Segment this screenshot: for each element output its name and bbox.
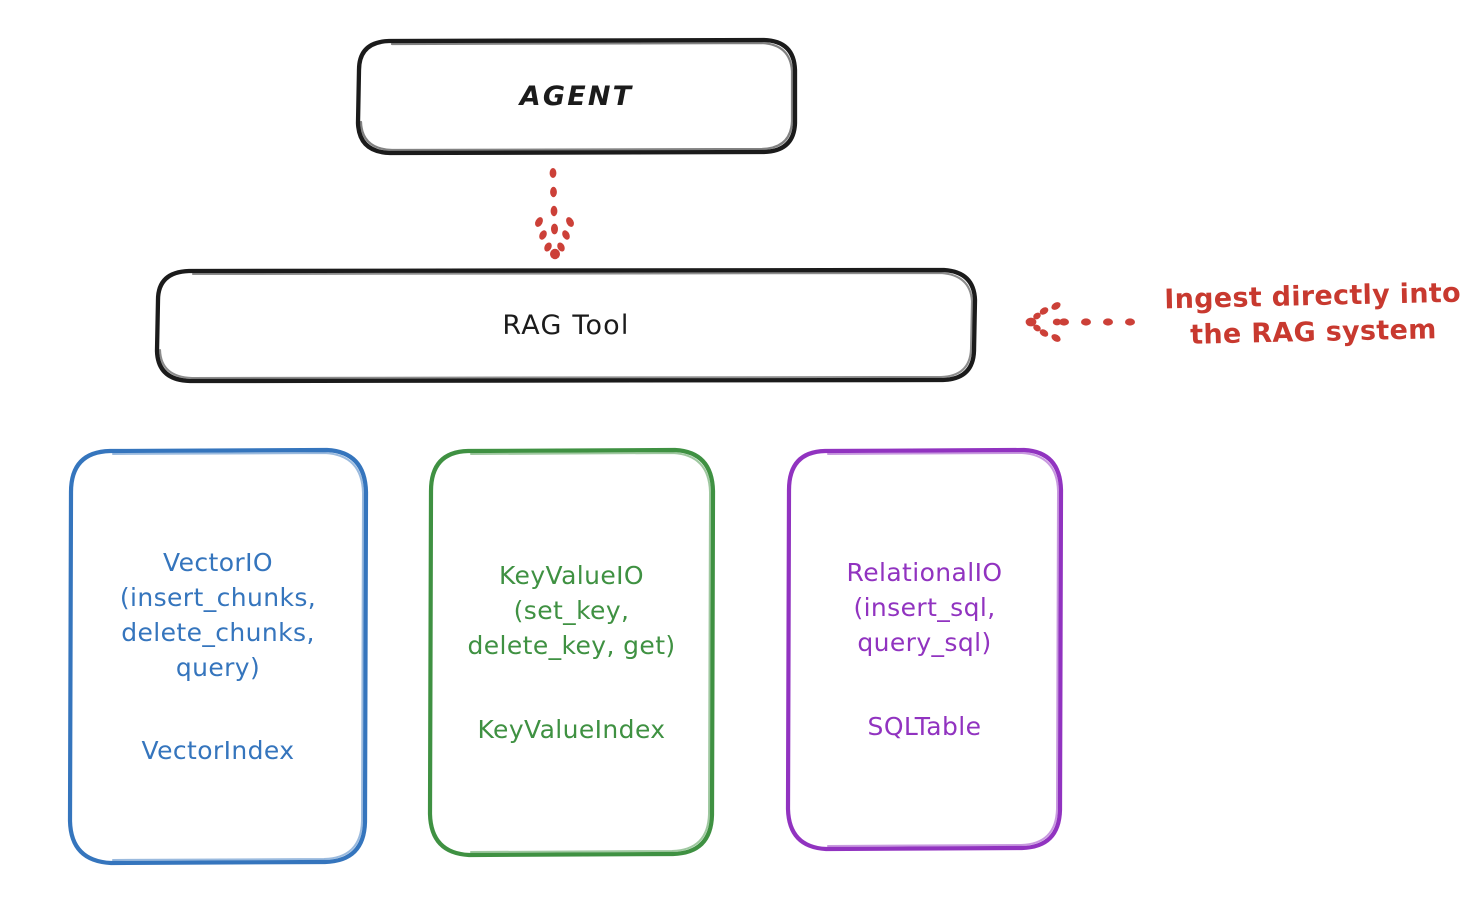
vector-io-text-block: VectorIO (insert_chunks, delete_chunks, … (70, 510, 366, 804)
key-value-io-node[interactable]: KeyValueIO (set_key, delete_key, get) Ke… (430, 450, 713, 855)
key-value-io-api-label: KeyValueIO (set_key, delete_key, get) (467, 561, 676, 661)
ingest-annotation-text: Ingest directly into the RAG system (1163, 277, 1462, 351)
rag-tool-node-label: RAG Tool (502, 309, 630, 341)
key-value-index-label: KeyValueIndex (477, 714, 666, 744)
vector-io-api-label: VectorIO (insert_chunks, delete_chunks, … (119, 547, 317, 682)
relational-io-api-label: RelationalIO (insert_sql, query_sql) (846, 558, 1003, 658)
agent-node[interactable]: AGENT (358, 40, 795, 153)
key-value-io-text-block: KeyValueIO (set_key, delete_key, get) Ke… (430, 523, 713, 782)
rag-tool-node[interactable]: RAG Tool (157, 270, 975, 381)
relational-io-node[interactable]: RelationalIO (insert_sql, query_sql) SQL… (788, 450, 1061, 849)
agent-node-label: AGENT (519, 80, 634, 112)
ingest-arrow (1025, 302, 1135, 342)
relational-io-text-block: RelationalIO (insert_sql, query_sql) SQL… (788, 520, 1061, 779)
sql-table-label: SQLTable (867, 711, 982, 741)
agent-to-rag-tool-arrow (535, 168, 574, 260)
vector-io-node[interactable]: VectorIO (insert_chunks, delete_chunks, … (70, 450, 366, 863)
vector-index-label: VectorIndex (141, 736, 295, 766)
